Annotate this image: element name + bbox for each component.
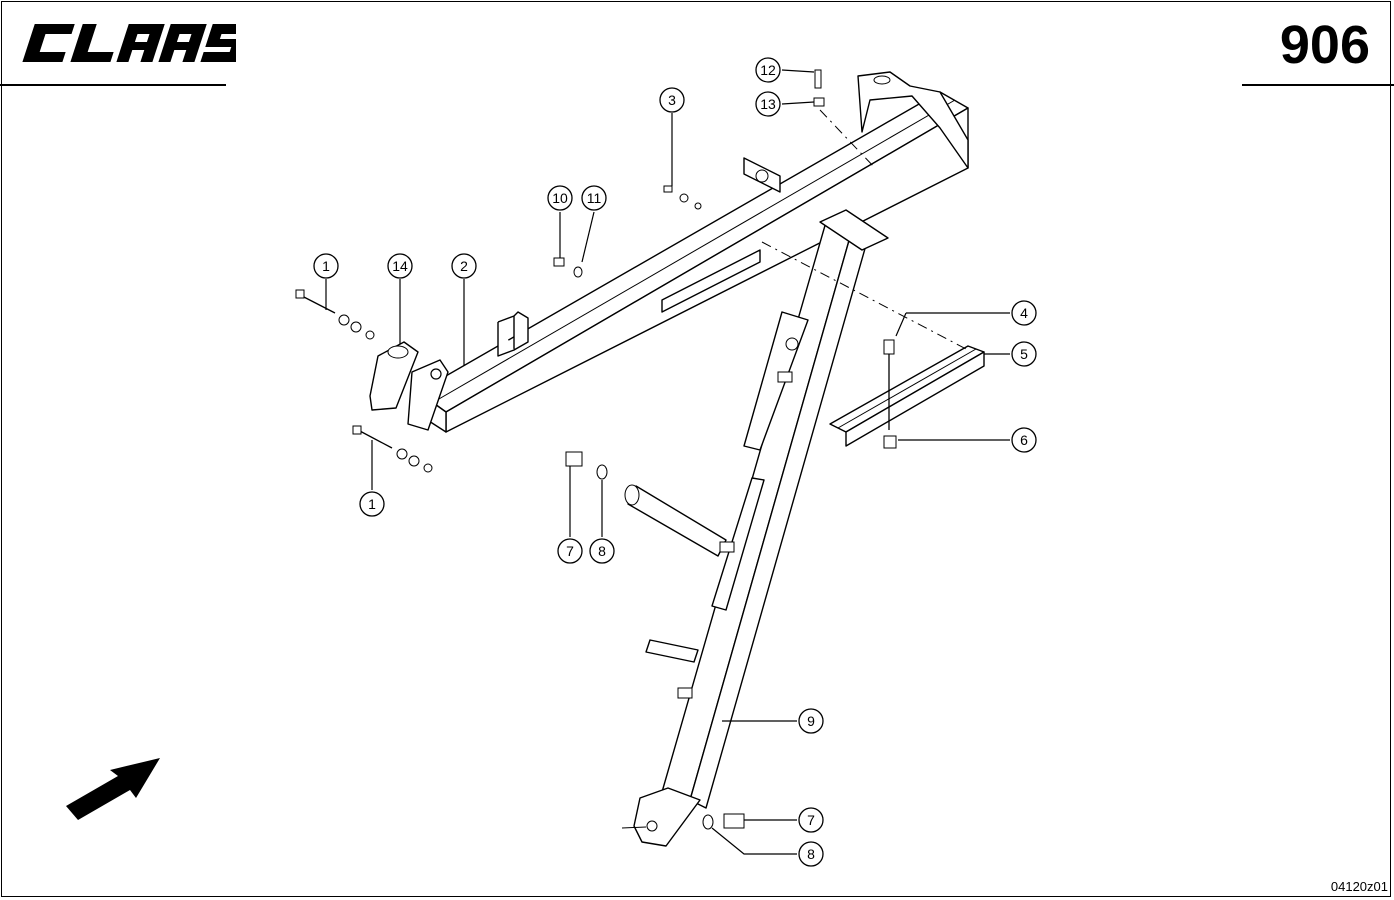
svg-text:8: 8 [807, 846, 815, 862]
callout-5: 5 [1011, 341, 1037, 367]
callout-11: 11 [581, 185, 607, 211]
callout-14: 14 [387, 253, 413, 279]
assembly-line [761, 241, 969, 351]
callout-3: 3 [659, 87, 685, 113]
arrow-icon [66, 758, 160, 820]
callout-9: 9 [798, 708, 824, 734]
page-number-rule [1242, 84, 1394, 86]
under-beam-strap [661, 249, 761, 313]
callout-7-bottom: 7 [798, 807, 824, 833]
channel-bracket [829, 345, 985, 447]
svg-text:4: 4 [1020, 305, 1028, 321]
channel-bolt [883, 339, 895, 430]
svg-text:10: 10 [552, 190, 568, 206]
callout-1-lower: 1 [359, 491, 385, 517]
svg-text:7: 7 [566, 543, 574, 559]
svg-text:1: 1 [368, 496, 376, 512]
diagonal-leg [621, 209, 889, 847]
svg-text:12: 12 [760, 62, 776, 78]
leg-small-brackets [645, 371, 793, 699]
mid-bolt-washer [565, 451, 608, 480]
assembly-line-upper [819, 109, 876, 169]
page-number: 906 [1279, 15, 1370, 75]
svg-text:2: 2 [460, 258, 468, 274]
callout-10: 10 [547, 185, 573, 211]
svg-text:6: 6 [1020, 432, 1028, 448]
roller-tube [624, 484, 727, 557]
beam-top-plate [743, 157, 781, 193]
callout-12: 12 [755, 57, 781, 83]
claas-logo [22, 24, 236, 62]
top-mount-bracket [857, 71, 969, 169]
leg-side-plate [743, 311, 809, 451]
callout-1-upper: 1 [313, 253, 339, 279]
svg-text:8: 8 [598, 543, 606, 559]
brand-rule [0, 84, 226, 86]
drawing-code: 04120z01 [1330, 879, 1388, 894]
bolt-set-upper [295, 289, 375, 340]
spacer-plate [369, 341, 419, 411]
svg-text:9: 9 [807, 713, 815, 729]
leg-slot-plate [711, 477, 765, 611]
svg-text:13: 13 [760, 96, 776, 112]
cross-beam [417, 91, 969, 433]
bolt-set-lower [352, 425, 433, 473]
beam-hardware [553, 69, 825, 278]
bottom-bolt-washer [702, 813, 745, 830]
svg-text:7: 7 [807, 812, 815, 828]
channel-nut [883, 435, 897, 449]
callout-2: 2 [451, 253, 477, 279]
beam-u-bracket [497, 311, 529, 357]
svg-text:3: 3 [668, 92, 676, 108]
callout-6: 6 [1011, 427, 1037, 453]
callout-8-bottom: 8 [798, 841, 824, 867]
svg-text:11: 11 [587, 190, 602, 206]
leader-lines [325, 69, 1010, 855]
callout-7-mid: 7 [557, 538, 583, 564]
callout-4: 4 [1011, 300, 1037, 326]
callout-8-mid: 8 [589, 538, 615, 564]
svg-text:14: 14 [392, 258, 408, 274]
callout-13: 13 [755, 91, 781, 117]
svg-text:1: 1 [322, 258, 330, 274]
svg-text:5: 5 [1020, 346, 1028, 362]
beam-end-plate [407, 359, 449, 431]
